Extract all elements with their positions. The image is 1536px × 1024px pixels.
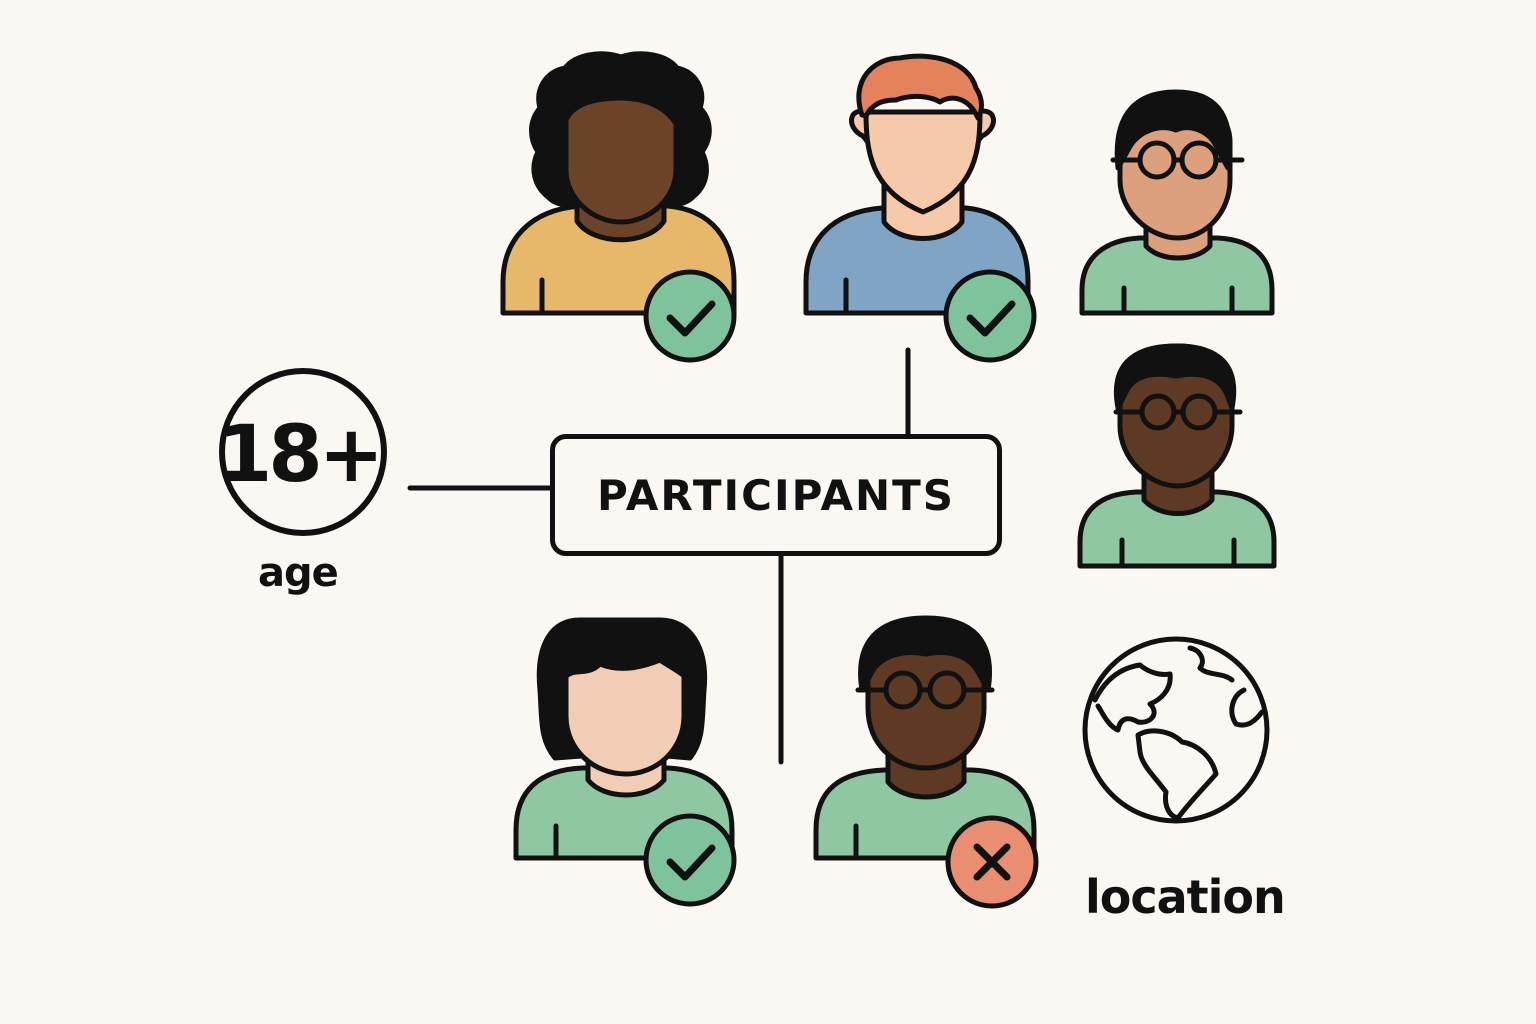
x-icon [973, 843, 1011, 881]
participant-red-hair-status [943, 269, 1037, 363]
age-18-plus-icon: 18+ [218, 368, 387, 536]
globe-icon [1082, 636, 1270, 824]
check-icon [666, 300, 716, 337]
age-label: age [258, 550, 339, 596]
check-icon [666, 844, 716, 881]
check-icon [966, 300, 1016, 337]
participant-curly-hair-status [643, 269, 737, 363]
age-badge-text: 18+ [218, 410, 380, 500]
participant-bob-hair-status [643, 813, 737, 907]
participant-glasses-bottom-status [945, 815, 1039, 909]
participants-box: PARTICIPANTS [550, 434, 1002, 556]
participants-title: PARTICIPANTS [596, 470, 956, 520]
participant-glasses-top-right [1079, 89, 1275, 316]
participant-glasses-middle-right [1077, 343, 1277, 569]
location-label: location [1085, 870, 1286, 924]
